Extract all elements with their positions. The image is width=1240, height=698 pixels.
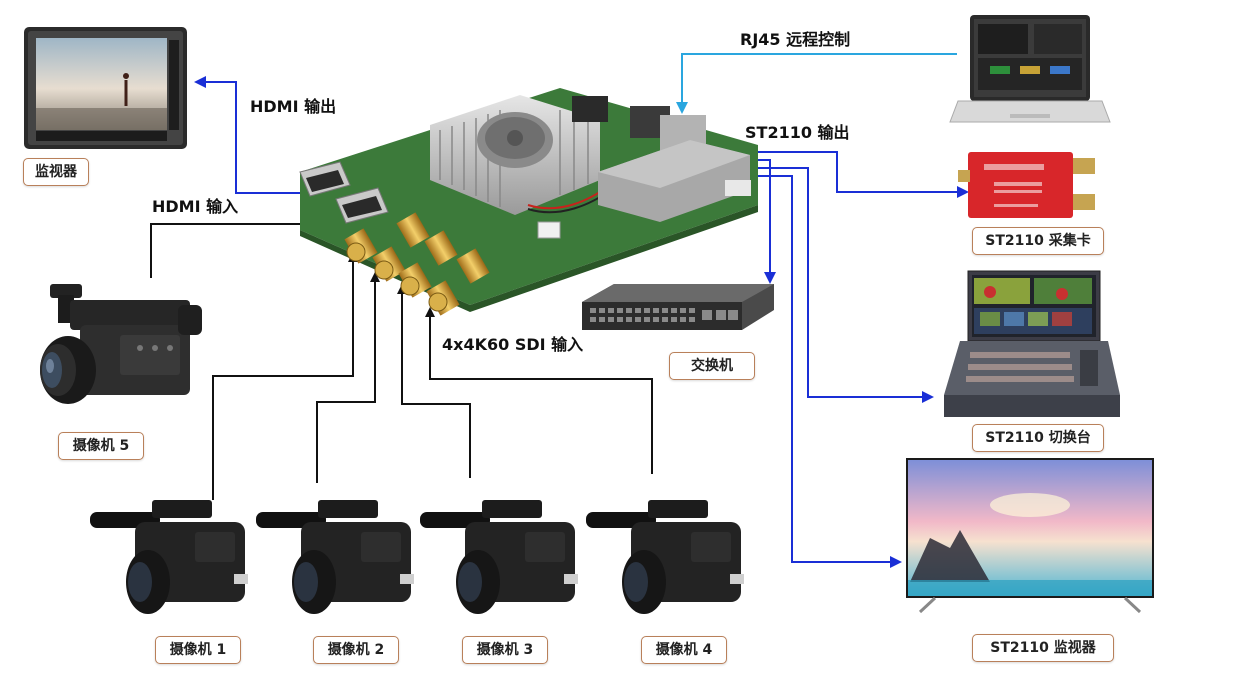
switcher-badge: ST2110 切换台 [972, 424, 1104, 452]
st2110-to-capture-arrow [752, 151, 969, 198]
hdmi-output-label: HDMI 输出 [250, 97, 337, 116]
st2110-to-monitor-arrow [752, 175, 902, 568]
sdi-line-camera4 [425, 307, 653, 474]
sdi-input-label: 4x4K60 SDI 输入 [442, 335, 584, 354]
sdi-line-camera2 [316, 272, 380, 483]
switcher-console-image [944, 270, 1120, 417]
tv-monitor-image [906, 458, 1154, 614]
hdmi-output-arrow [194, 76, 300, 194]
camera3-badge: 摄像机 3 [462, 636, 548, 664]
rj45-arrow [676, 53, 957, 114]
sdi-line-camera3 [397, 284, 471, 478]
capture-card-image [958, 152, 1095, 218]
camcorder-1-image [90, 500, 248, 614]
network-switch-image [582, 284, 774, 330]
capture-card-badge: ST2110 采集卡 [972, 227, 1104, 255]
camera5-image [40, 284, 202, 404]
main-board-image [299, 88, 758, 316]
camera1-badge: 摄像机 1 [155, 636, 241, 664]
field-monitor-image [24, 27, 187, 149]
st2110-monitor-badge: ST2110 监视器 [972, 634, 1114, 662]
switch-badge: 交换机 [669, 352, 755, 380]
hdmi-input-arrow [150, 219, 335, 278]
monitor-badge: 监视器 [23, 158, 89, 186]
laptop-image [949, 15, 1111, 123]
camera2-badge: 摄像机 2 [313, 636, 399, 664]
sdi-line-camera1 [212, 252, 358, 500]
rj45-label: RJ45 远程控制 [740, 30, 851, 49]
camcorder-2-image [256, 500, 414, 614]
connection-lines [150, 53, 969, 568]
camera5-badge: 摄像机 5 [58, 432, 144, 460]
camcorder-4-image [586, 500, 744, 614]
hdmi-input-label: HDMI 输入 [152, 197, 239, 216]
st2110-to-switcher-arrow [752, 167, 934, 403]
camera4-badge: 摄像机 4 [641, 636, 727, 664]
camcorder-3-image [420, 500, 578, 614]
st2110-output-label: ST2110 输出 [745, 123, 850, 142]
